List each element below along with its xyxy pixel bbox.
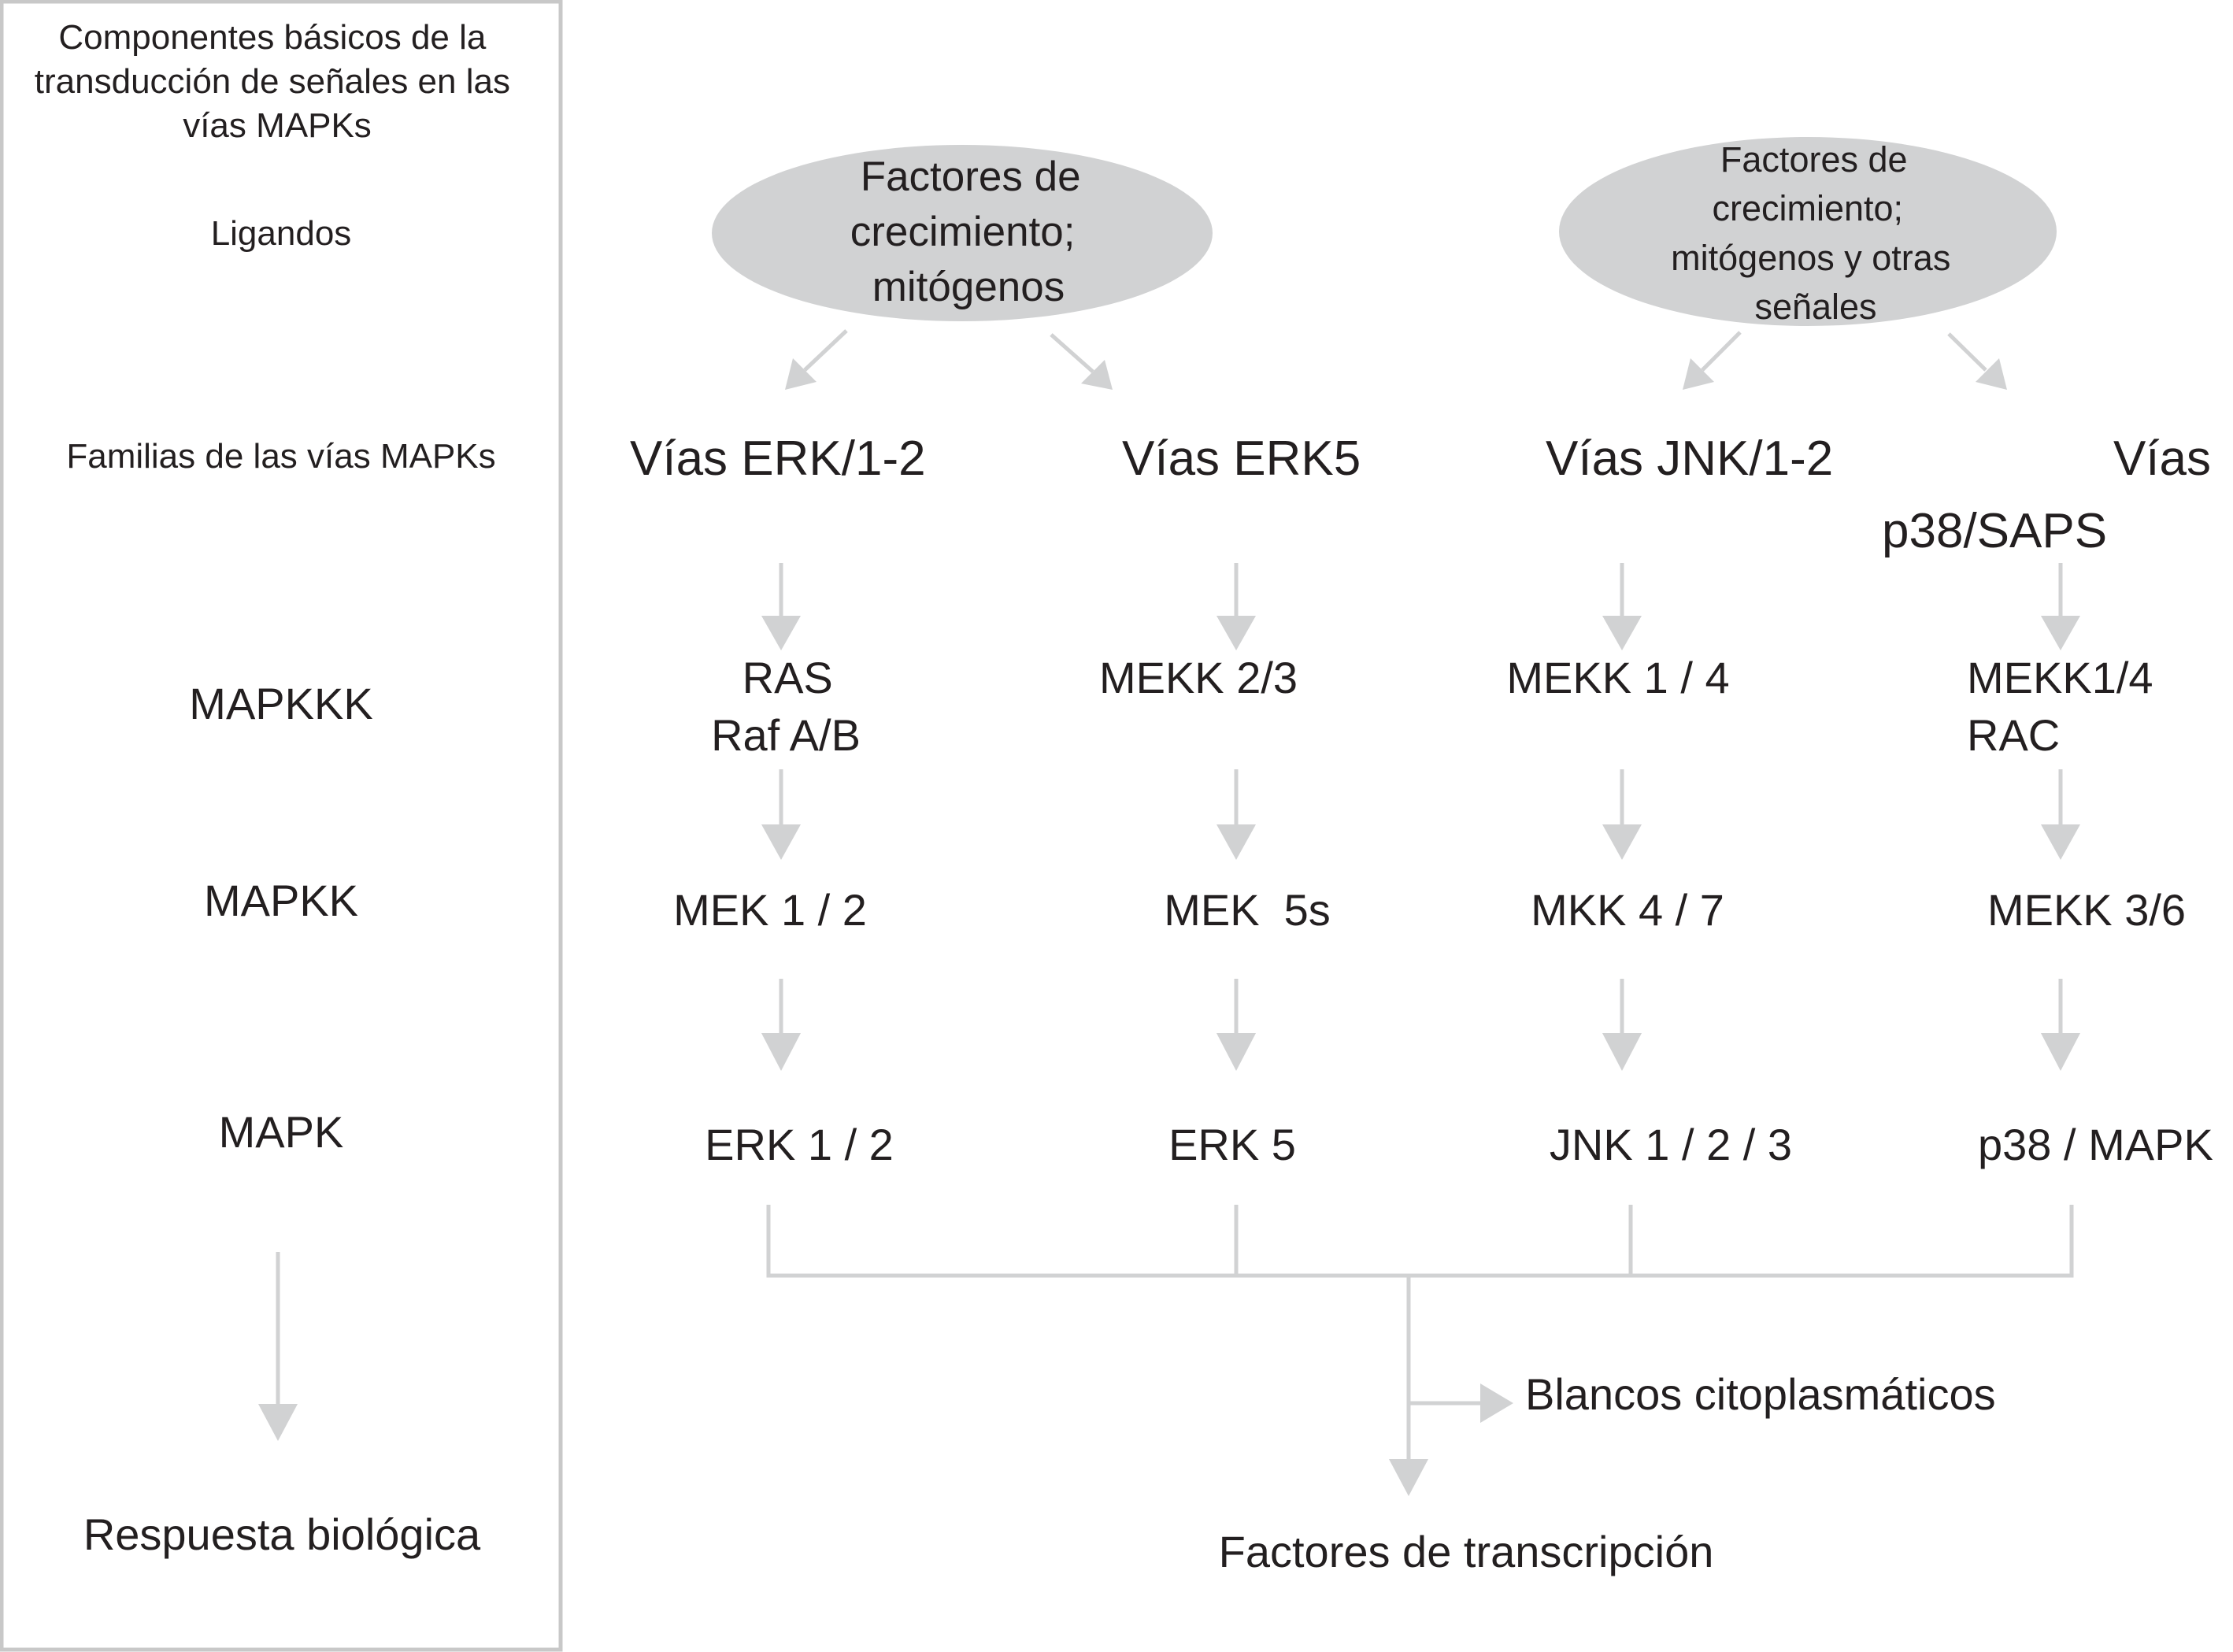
arrow-ligand2-to-p38-head [1976,358,2007,390]
mapkk-erk5: MEK 5s [1164,885,1331,935]
label-mapkk: MAPKK [204,876,358,925]
left-flow-arrow-head [258,1404,298,1441]
arrow-ligand2-to-jnk-head [1683,358,1714,390]
mapk-p38: p38 / MAPK [1978,1120,2213,1169]
family-erk12: Vías ERK/1-2 [630,432,926,486]
label-families: Familias de las vías MAPKs [66,437,495,476]
mapkkk-jnk: MEKK 1 / 4 [1506,653,1729,702]
label-response: Respuesta biológica [83,1509,481,1559]
mapkkk-erk5: MEKK 2/3 [1099,653,1298,702]
arrow-ligand2-to-p38-shaft [1947,332,1987,372]
label-ligands: Ligandos [211,214,352,253]
mapkk-jnk: MKK 4 / 7 [1531,885,1724,935]
left-legend-frame [0,0,563,1652]
arrow-ligand1-to-erk5-shaft [1050,333,1094,373]
ligand-text-growth-factors-other: Factores de crecimiento; mitógenos y otr… [1671,139,1961,327]
ligand-ellipse-growth-factors [712,145,1213,321]
mapkkk-p38: MEKK1/4 RAC [1967,653,2165,760]
label-mapkkk: MAPKKK [189,679,372,728]
convergence-bracket [766,1205,2074,1496]
arrows-family-to-mapkkk [761,563,2080,650]
arrows-mapkkk-to-mapkk [761,769,2080,860]
family-jnk: Vías JNK/1-2 [1546,432,1833,486]
family-erk5: Vías ERK5 [1122,432,1361,486]
label-mapk: MAPK [219,1107,344,1157]
mapkkk-erk12: RAS Raf A/B [711,653,861,760]
ligand-ellipse-growth-factors-other [1559,137,2057,326]
arrows-mapkk-to-mapk [761,979,2080,1071]
output-cytoplasmic-targets: Blancos citoplasmáticos [1525,1369,1996,1419]
mapk-erk5: ERK 5 [1168,1120,1296,1169]
mapk-erk12: ERK 1 / 2 [705,1120,894,1169]
mapkk-erk12: MEK 1 / 2 [673,885,867,935]
ligand-text-growth-factors: Factores de crecimiento; mitógenos [850,154,1093,310]
arrow-ligand1-to-erk5-head [1081,360,1113,390]
diagram-title: Componentes básicos de la transducción d… [35,18,520,145]
arrow-ligand1-to-erk12-head [785,358,817,390]
arrow-ligand2-to-jnk-shaft [1701,331,1742,372]
family-p38-line1: Vías [2113,432,2211,486]
output-transcription-factors: Factores de transcripción [1219,1527,1714,1576]
mapkk-p38: MEKK 3/6 [1987,885,2186,935]
mapk-jnk: JNK 1 / 2 / 3 [1550,1120,1792,1169]
arrow-ligand1-to-erk12-shaft [803,329,848,372]
family-p38-line2: p38/SAPS [1882,504,2107,558]
